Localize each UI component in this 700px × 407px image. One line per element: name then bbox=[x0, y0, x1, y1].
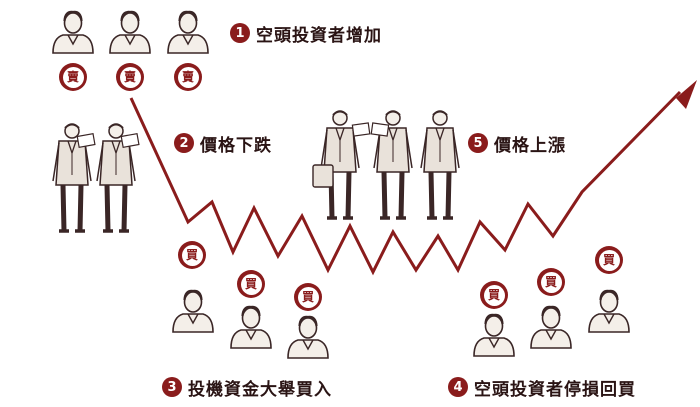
speculator-figure bbox=[286, 315, 330, 360]
clipboard-icon bbox=[120, 132, 140, 148]
buy-badge-text: 買 bbox=[181, 244, 203, 266]
step-number-badge: 3 bbox=[162, 377, 182, 397]
sell-badge: 賣 bbox=[174, 63, 202, 91]
step-text: 投機資金大舉買入 bbox=[188, 379, 332, 400]
sell-badge-text: 賣 bbox=[62, 66, 84, 88]
step-5-label: 5 價格上漲 bbox=[468, 130, 566, 156]
clipboard-icon bbox=[370, 122, 390, 137]
step-1-label: 1 空頭投資者增加 bbox=[230, 20, 382, 46]
buy-badge-text: 買 bbox=[598, 249, 620, 271]
short-covering-figure bbox=[529, 305, 573, 350]
buy-badge: 買 bbox=[178, 241, 206, 269]
buy-badge: 買 bbox=[480, 281, 508, 309]
step-text: 空頭投資者停損回買 bbox=[474, 379, 636, 400]
price-line bbox=[129, 90, 682, 276]
step-text: 價格上漲 bbox=[494, 135, 566, 156]
clipboard-icon bbox=[351, 122, 371, 137]
buy-badge: 買 bbox=[237, 270, 265, 298]
bear-investor-figure bbox=[108, 10, 152, 55]
buy-badge-text: 買 bbox=[297, 286, 319, 308]
step-number-badge: 5 bbox=[468, 133, 488, 153]
briefcase-icon bbox=[312, 164, 334, 188]
businessman-figure bbox=[421, 111, 459, 218]
buy-badge: 買 bbox=[595, 246, 623, 274]
sell-badge-text: 賣 bbox=[177, 66, 199, 88]
clipboard-icon bbox=[76, 132, 96, 148]
step-text: 價格下跌 bbox=[200, 135, 272, 156]
step-2-label: 2 價格下跌 bbox=[174, 130, 272, 156]
step-4-label: 4 空頭投資者停損回買 bbox=[448, 374, 636, 400]
step-text: 空頭投資者增加 bbox=[256, 25, 382, 46]
speculator-figure bbox=[171, 289, 215, 334]
bear-investor-figure bbox=[166, 10, 210, 55]
bear-investor-figure bbox=[51, 10, 95, 55]
trend-arrowhead bbox=[676, 80, 697, 109]
sell-badge-text: 賣 bbox=[119, 66, 141, 88]
speculator-figure bbox=[229, 305, 273, 350]
step-number-badge: 1 bbox=[230, 23, 250, 43]
buy-badge-text: 買 bbox=[483, 284, 505, 306]
buy-badge-text: 買 bbox=[240, 273, 262, 295]
short-covering-figure bbox=[472, 313, 516, 358]
buy-badge: 買 bbox=[294, 283, 322, 311]
step-number-badge: 2 bbox=[174, 133, 194, 153]
buy-badge-text: 買 bbox=[540, 271, 562, 293]
short-covering-figure bbox=[587, 289, 631, 334]
sell-badge: 賣 bbox=[116, 63, 144, 91]
step-number-badge: 4 bbox=[448, 377, 468, 397]
buy-badge: 買 bbox=[537, 268, 565, 296]
sell-badge: 賣 bbox=[59, 63, 87, 91]
step-3-label: 3 投機資金大舉買入 bbox=[162, 374, 332, 400]
